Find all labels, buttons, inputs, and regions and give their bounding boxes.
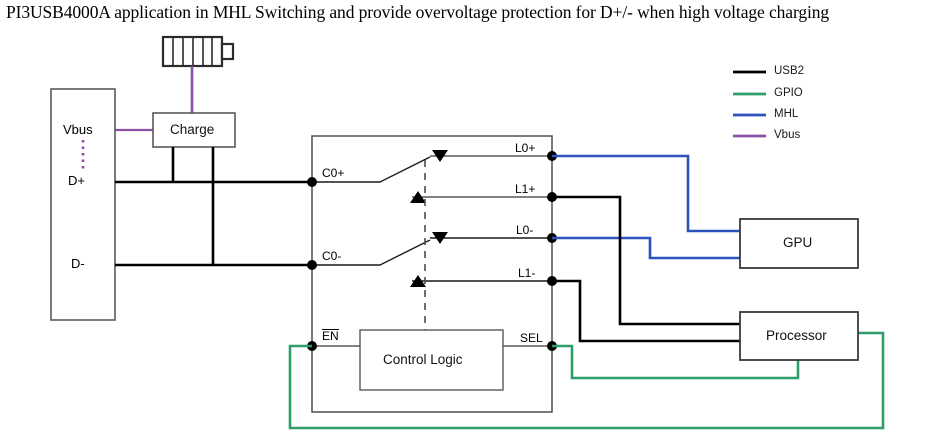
wire-gpio-sel xyxy=(552,344,800,380)
wire-gpio-en xyxy=(288,331,885,430)
battery-icon xyxy=(161,35,235,68)
wire-mhl-l0p xyxy=(552,154,740,233)
legend-label-mhl: MHL xyxy=(774,108,799,120)
charge-box xyxy=(152,112,236,148)
ic-pin-l0p-label: L0+ xyxy=(515,141,536,155)
legend-label-vbus: Vbus xyxy=(774,129,801,141)
gpu-label: GPU xyxy=(783,235,813,250)
switch-arrow-l0p xyxy=(432,150,448,162)
usb-connector-box xyxy=(50,88,116,321)
switch-arrow-l1p xyxy=(410,191,426,203)
processor-box xyxy=(739,311,859,361)
pin-dot-c0m xyxy=(307,260,317,270)
ic-pin-l1m-label: L1- xyxy=(518,266,536,280)
switch-arm-c0m xyxy=(312,239,431,266)
legend-label-gpio: GPIO xyxy=(774,87,803,99)
ic-pin-l0m-label: L0- xyxy=(516,223,534,237)
ic-pin-c0m-label: C0- xyxy=(322,249,342,263)
switch-arrow-l1m xyxy=(410,275,426,287)
pin-dot-c0p xyxy=(307,177,317,187)
legend-label-usb2: USB2 xyxy=(774,65,805,77)
wire-usb2-l1m xyxy=(552,279,740,343)
charge-box-label: Charge xyxy=(170,122,215,137)
connector-pin-dminus: D- xyxy=(71,256,85,271)
ic-pin-c0p-label: C0+ xyxy=(322,166,345,180)
ic-pin-sel-label: SEL xyxy=(520,331,543,345)
switch-arm-c0p xyxy=(312,156,431,183)
wire-usb2-l1p xyxy=(552,195,740,326)
page-title: PI3USB4000A application in MHL Switching… xyxy=(6,2,830,22)
switch-arrow-l0m xyxy=(432,232,448,244)
processor-label: Processor xyxy=(766,328,827,343)
ic-pin-l1p-label: L1+ xyxy=(515,182,536,196)
control-logic-label: Control Logic xyxy=(383,352,463,367)
control-logic-box xyxy=(359,329,504,391)
gpu-box xyxy=(739,218,859,269)
connector-pin-vbus: Vbus xyxy=(63,122,93,137)
wire-mhl-l0m xyxy=(552,236,740,260)
ic-pin-en-label: EN xyxy=(322,329,339,343)
ic-pin-en-text: EN xyxy=(322,329,339,343)
connector-pin-dplus: D+ xyxy=(68,173,85,188)
